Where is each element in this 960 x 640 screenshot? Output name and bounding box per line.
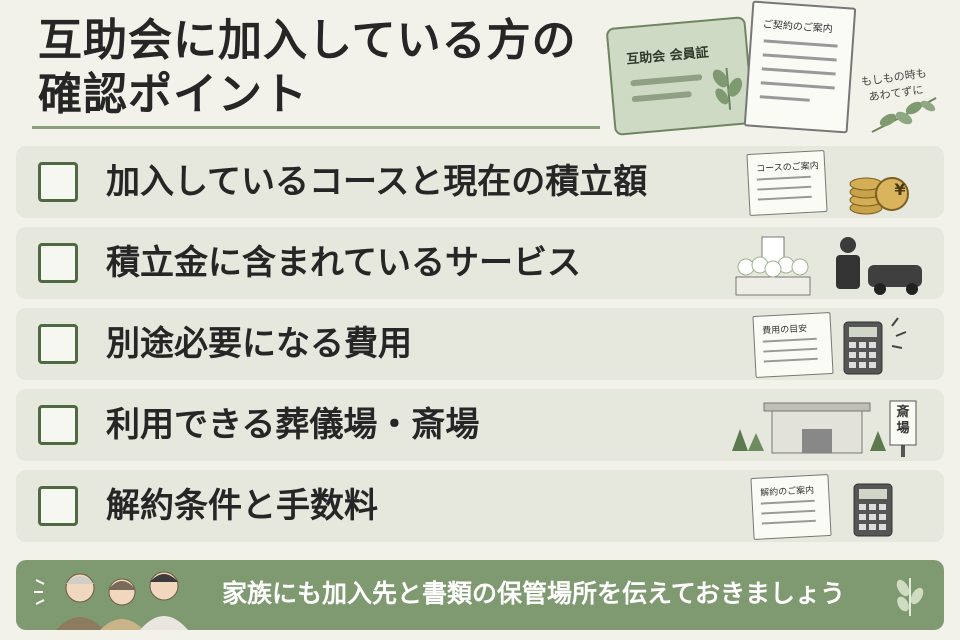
course-guide-icon: コースのご案内 ¥ — [720, 146, 930, 218]
olive-branch-icon — [871, 97, 937, 133]
page-title: 互助会に加入している方の 確認ポイント — [38, 14, 577, 122]
yen-symbol: ¥ — [894, 180, 906, 199]
checklist-item-label: 加入しているコースと現在の積立額 — [106, 162, 648, 202]
checklist-item-label: 積立金に含まれているサービス — [106, 243, 581, 283]
doc-label: ご契約のご案内 — [762, 19, 834, 36]
checklist-item: 加入しているコースと現在の積立額 コースのご案内 ¥ — [16, 146, 944, 218]
checkbox[interactable] — [38, 324, 78, 364]
leaf-icon — [712, 67, 743, 110]
checklist-item-label: 別途必要になる費用 — [106, 324, 412, 364]
checklist-item-label: 解約条件と手数料 — [106, 486, 378, 526]
yen-coins-icon — [849, 177, 909, 215]
family-icon — [30, 560, 210, 630]
cost-estimate-icon: 費用の目安 — [720, 308, 930, 380]
calculator-icon — [843, 317, 907, 375]
family-reminder-banner: 家族にも加入先と書類の保管場所を伝えておきましょう — [16, 560, 944, 630]
card-label: 互助会 会員証 — [625, 45, 710, 68]
checkbox[interactable] — [38, 405, 78, 445]
title-underline — [32, 126, 600, 129]
banner-message: 家族にも加入先と書類の保管場所を伝えておきましょう — [222, 579, 846, 608]
checklist-item: 解約条件と手数料 解約のご案内 — [16, 470, 944, 542]
funeral-hall-icon: 斎場 — [720, 389, 930, 461]
leaf-sprig-icon — [896, 578, 924, 616]
membership-card-icon: 互助会 会員証 — [605, 16, 755, 136]
title-line-2: 確認ポイント — [38, 69, 308, 120]
cancellation-guide-icon: 解約のご案内 — [720, 470, 930, 542]
checklist-item: 利用できる葬儀場・斎場 斎場 — [16, 389, 944, 461]
hero-illustration: 互助会 会員証 ご契約のご案内 もしもの時も あわてずに — [600, 0, 960, 140]
calculator-icon — [853, 483, 893, 537]
checklist-item: 別途必要になる費用 費用の目安 — [16, 308, 944, 380]
title-line-1: 互助会に加入している方の — [38, 15, 577, 66]
checkbox[interactable] — [38, 486, 78, 526]
checkbox[interactable] — [38, 243, 78, 283]
hall-sign: 斎場 — [896, 405, 910, 436]
checklist-item: 積立金に含まれているサービス — [16, 227, 944, 299]
checkbox[interactable] — [38, 162, 78, 202]
checklist-item-label: 利用できる葬儀場・斎場 — [106, 405, 480, 445]
funeral-service-icon — [720, 227, 930, 299]
contract-document-icon: ご契約のご案内 — [743, 0, 857, 134]
